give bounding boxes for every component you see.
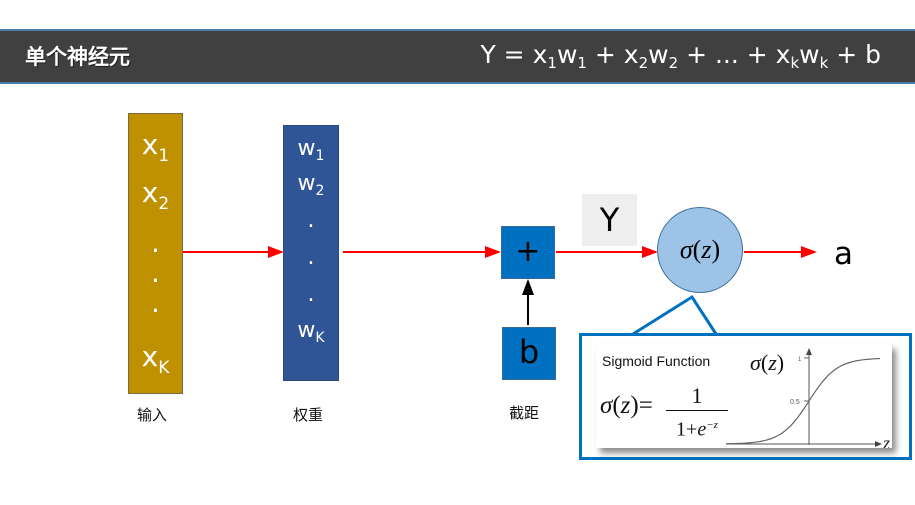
fraction-denominator: 1+e−z [676,418,718,441]
weight-w1: w1 [297,136,325,164]
input-ellipsis-dot: . [151,226,160,259]
callout-pointer [632,294,718,336]
equation-plus: + [738,40,776,69]
equation-term-x2: x2w2 [623,40,679,72]
fraction-bar [666,410,728,411]
input-caption: 输入 [137,406,168,424]
sigmoid-curve [725,357,881,445]
weight-ellipsis-dot: . [307,282,315,307]
fraction-numerator: 1 [691,383,703,408]
sigma-arg: z [701,235,712,264]
weight-ellipsis-dot: . [307,245,315,270]
equation-term-x1: x1w1 [532,40,587,72]
input-ellipsis-dot: . [151,286,160,319]
equation-plus: + [828,40,866,69]
input-x1: x1 [141,128,170,166]
equation-ellipsis: ... [714,40,739,69]
equation-term-xk: xkwk [775,40,829,72]
sigmoid-title: Sigmoid Function [602,353,711,369]
neuron-equation: Y = x1w1 + x2w2 + ... + xkwk + b [480,40,881,72]
weight-ellipsis-dot: . [307,208,315,233]
input-xk: xK [141,340,170,378]
slide-header: 单个神经元 Y = x1w1 + x2w2 + ... + xkwk + b [0,29,915,84]
output-label: a [834,236,853,272]
sigmoid-plot: 1 0.5 0 z [725,348,890,448]
sigmoid-callout: Sigmoid Function σ(z)= 1 1+e−z σ(z) 1 0.… [579,333,912,460]
sigmoid-formula-lhs: σ(z)= [600,392,653,419]
sigmoid-x-label: z [882,433,890,448]
tick-label-y-mid: 0.5 [790,399,800,406]
equation-plus: + [586,40,624,69]
bias-caption: 截距 [509,404,540,422]
equation-plus: + [678,40,715,69]
activation-node: σ(z) [657,207,743,293]
sum-node: + [501,226,555,279]
weight-caption: 权重 [293,406,324,424]
equation-lhs: Y = [480,40,533,69]
input-x2: x2 [141,176,170,214]
sigmoid-panel: Sigmoid Function σ(z)= 1 1+e−z σ(z) 1 0.… [596,344,892,448]
equation-bias: b [865,40,881,69]
weight-wk: wK [297,318,325,346]
sigmoid-fraction: 1 1+e−z [666,384,728,442]
weighted-sum-label: Y [582,194,637,246]
sigmoid-plot-ylabel: σ(z) [750,350,785,375]
tick-label-y-top: 1 [798,357,802,363]
weight-w2: w2 [297,171,325,199]
bias-node: b [502,327,556,380]
sigma-symbol: σ [679,235,693,264]
slide-title: 单个神经元 [25,45,130,69]
input-ellipsis-dot: . [151,256,160,289]
input-vector: x1 x2 . . . xK [128,113,183,394]
weight-vector: w1 w2 . . . wK [283,125,339,381]
